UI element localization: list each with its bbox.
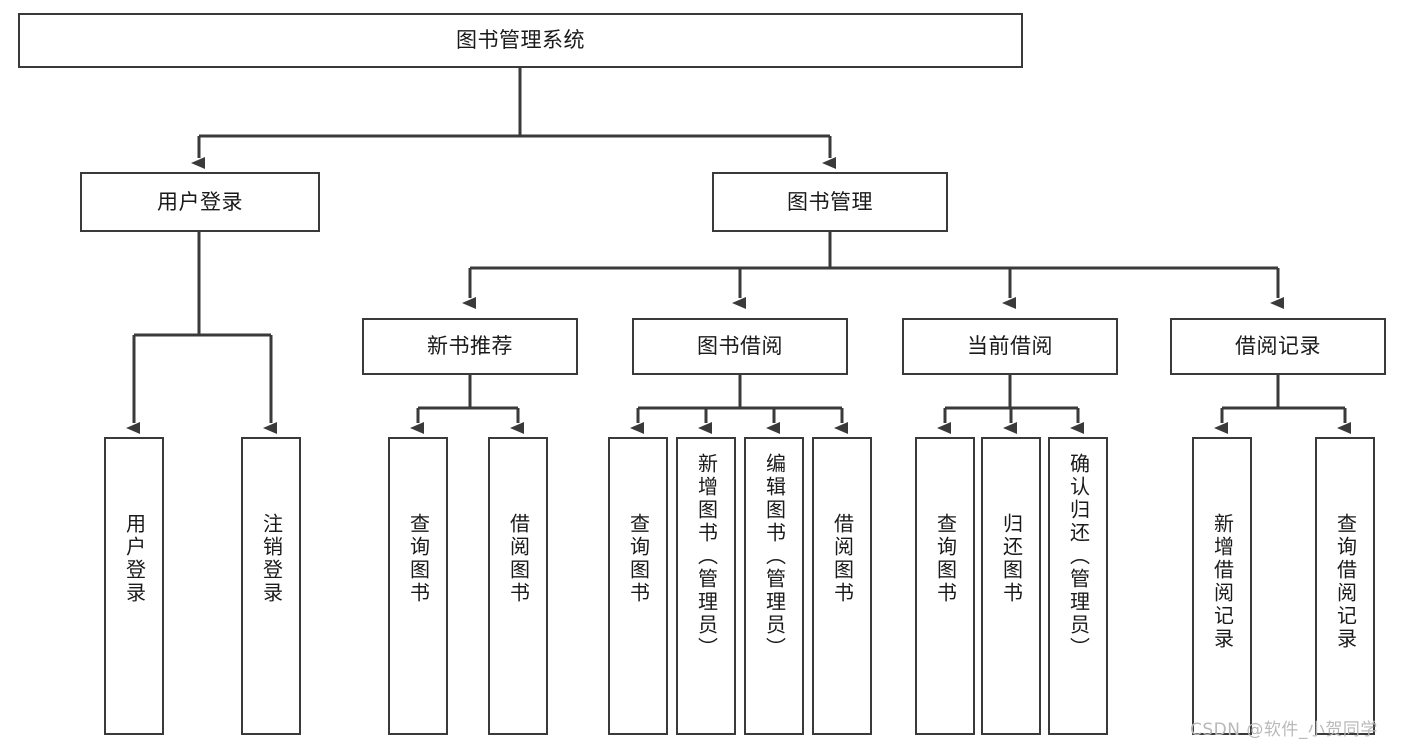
leaf-current-borrow-query-books[interactable]: 查询图书 [915, 437, 975, 735]
leaf-current-borrow-return-books[interactable]: 归还图书 [981, 437, 1041, 735]
node-label: 借阅图书 [830, 513, 855, 605]
node-user-login[interactable]: 用户登录 [80, 172, 320, 232]
node-label: 图书借阅 [697, 334, 783, 359]
node-label: 注销登录 [259, 513, 284, 605]
leaf-user-login-login[interactable]: 用户登录 [104, 437, 164, 735]
node-current-borrow[interactable]: 当前借阅 [902, 318, 1118, 375]
node-label: 查询借阅记录 [1333, 513, 1358, 651]
leaf-book-borrow-query-books[interactable]: 查询图书 [608, 437, 668, 735]
node-borrow-records[interactable]: 借阅记录 [1170, 318, 1386, 375]
node-label: 用户登录 [122, 513, 147, 605]
node-label: 借阅图书 [506, 513, 531, 605]
node-label: 新增图书（管理员） [694, 453, 719, 660]
leaf-borrow-records-add-record[interactable]: 新增借阅记录 [1192, 437, 1252, 735]
node-label: 借阅记录 [1235, 334, 1321, 359]
node-label: 查询图书 [406, 513, 431, 605]
leaf-book-borrow-borrow-books[interactable]: 借阅图书 [812, 437, 872, 735]
leaf-borrow-records-query-record[interactable]: 查询借阅记录 [1315, 437, 1375, 735]
leaf-book-borrow-edit-book-admin[interactable]: 编辑图书（管理员） [744, 437, 804, 735]
node-label: 用户登录 [157, 189, 243, 214]
node-new-book-recommend[interactable]: 新书推荐 [362, 318, 578, 375]
leaf-new-book-query-books[interactable]: 查询图书 [388, 437, 448, 735]
leaf-current-borrow-confirm-return-admin[interactable]: 确认归还（管理员） [1048, 437, 1108, 735]
node-book-management[interactable]: 图书管理 [712, 172, 948, 232]
node-label: 新增借阅记录 [1210, 513, 1235, 651]
node-label: 查询图书 [933, 513, 958, 605]
node-label: 确认归还（管理员） [1066, 453, 1091, 660]
node-root-book-management-system[interactable]: 图书管理系统 [18, 13, 1023, 68]
csdn-watermark: CSDN @软件_小贺同学 [1190, 720, 1378, 740]
node-book-borrow[interactable]: 图书借阅 [632, 318, 848, 375]
leaf-new-book-borrow-books[interactable]: 借阅图书 [488, 437, 548, 735]
node-label: 图书管理 [787, 189, 873, 214]
node-label: 图书管理系统 [456, 28, 585, 53]
node-label: 归还图书 [999, 513, 1024, 605]
node-label: 新书推荐 [427, 334, 513, 359]
leaf-user-login-logout[interactable]: 注销登录 [241, 437, 301, 735]
leaf-book-borrow-add-book-admin[interactable]: 新增图书（管理员） [676, 437, 736, 735]
node-label: 查询图书 [626, 513, 651, 605]
node-label: 编辑图书（管理员） [762, 453, 787, 660]
node-label: 当前借阅 [967, 334, 1053, 359]
